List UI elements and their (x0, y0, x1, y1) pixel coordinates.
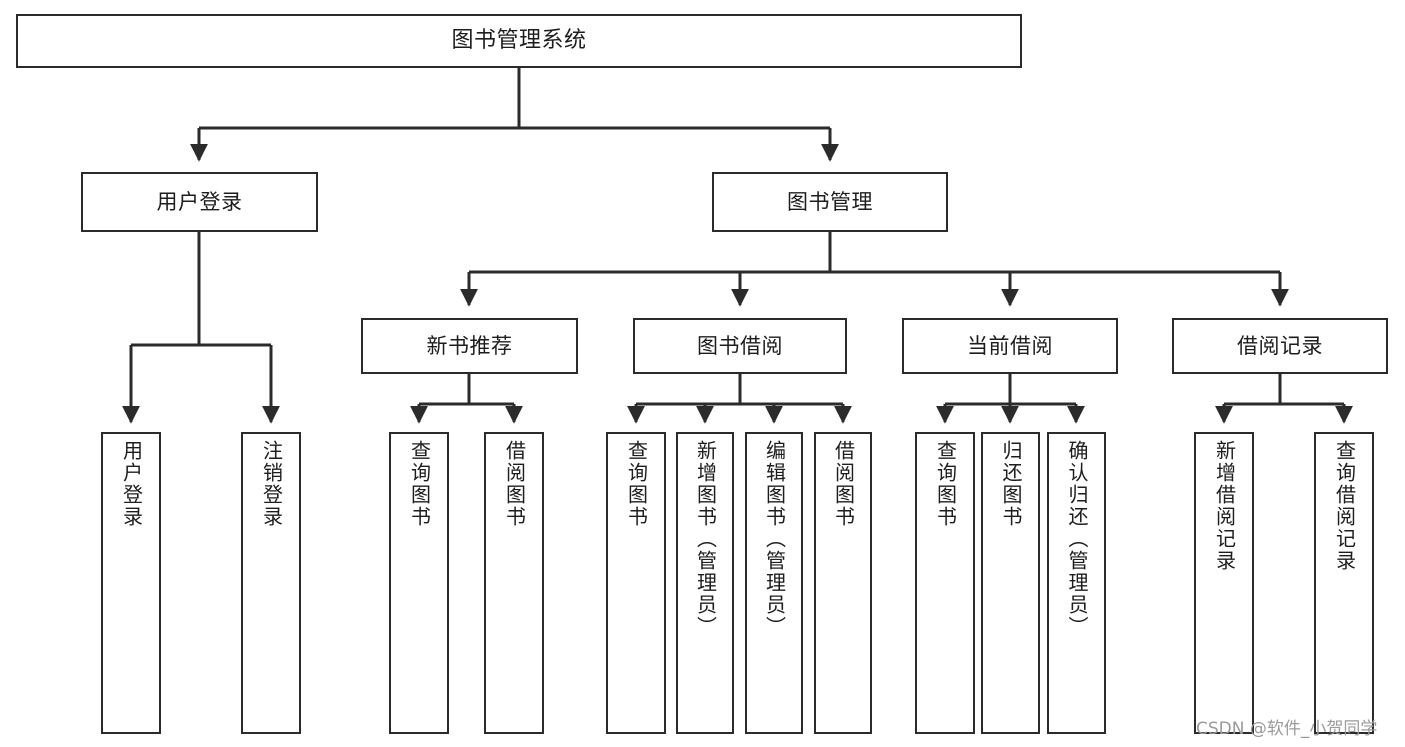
node-leaf-borrow-book-2[interactable]: 借阅图书 (814, 432, 872, 734)
node-leaf-user-logout[interactable]: 注销登录 (241, 432, 301, 734)
node-label: 查询借阅记录 (1332, 440, 1357, 572)
node-leaf-query-book-2[interactable]: 查询图书 (606, 432, 666, 734)
node-label: 查询图书 (624, 440, 649, 528)
node-label: 新书推荐 (426, 333, 513, 358)
node-leaf-query-record[interactable]: 查询借阅记录 (1314, 432, 1374, 734)
node-leaf-edit-book[interactable]: 编辑图书（管理员） (745, 432, 803, 734)
node-label: 当前借阅 (967, 333, 1053, 358)
node-book-manage[interactable]: 图书管理 (712, 172, 948, 232)
node-label: 图书借阅 (697, 333, 783, 358)
node-label: 注销登录 (259, 440, 284, 528)
node-leaf-add-record[interactable]: 新增借阅记录 (1194, 432, 1254, 734)
node-label: 用户登录 (119, 440, 144, 528)
node-leaf-user-login[interactable]: 用户登录 (101, 432, 161, 734)
node-label: 新增图书（管理员） (693, 440, 718, 638)
node-leaf-query-book-3[interactable]: 查询图书 (915, 432, 975, 734)
node-label: 查询图书 (933, 440, 958, 528)
node-borrow-record[interactable]: 借阅记录 (1172, 318, 1388, 374)
node-label: 图书管理 (787, 189, 873, 214)
node-label: 归还图书 (999, 440, 1023, 528)
node-leaf-add-book[interactable]: 新增图书（管理员） (676, 432, 734, 734)
node-leaf-borrow-book-1[interactable]: 借阅图书 (484, 432, 544, 734)
node-label: 图书管理系统 (451, 28, 587, 54)
node-label: 确认归还（管理员） (1065, 440, 1089, 638)
node-label: 用户登录 (156, 189, 243, 214)
csdn-watermark: CSDN @软件_小贺同学 (1196, 719, 1378, 739)
node-book-borrow[interactable]: 图书借阅 (633, 318, 847, 374)
node-label: 借阅图书 (831, 440, 856, 528)
node-leaf-query-book-1[interactable]: 查询图书 (389, 432, 449, 734)
node-leaf-confirm-return[interactable]: 确认归还（管理员） (1047, 432, 1106, 734)
node-label: 新增借阅记录 (1212, 440, 1237, 572)
node-current-borrow[interactable]: 当前借阅 (902, 318, 1118, 374)
node-leaf-return-book[interactable]: 归还图书 (981, 432, 1040, 734)
node-label: 编辑图书（管理员） (762, 440, 787, 638)
node-label: 查询图书 (407, 440, 432, 528)
node-user-login[interactable]: 用户登录 (81, 172, 318, 232)
node-new-book-recommend[interactable]: 新书推荐 (361, 318, 578, 374)
node-label: 借阅记录 (1237, 333, 1323, 358)
node-root-system[interactable]: 图书管理系统 (16, 14, 1022, 68)
node-label: 借阅图书 (502, 440, 527, 528)
